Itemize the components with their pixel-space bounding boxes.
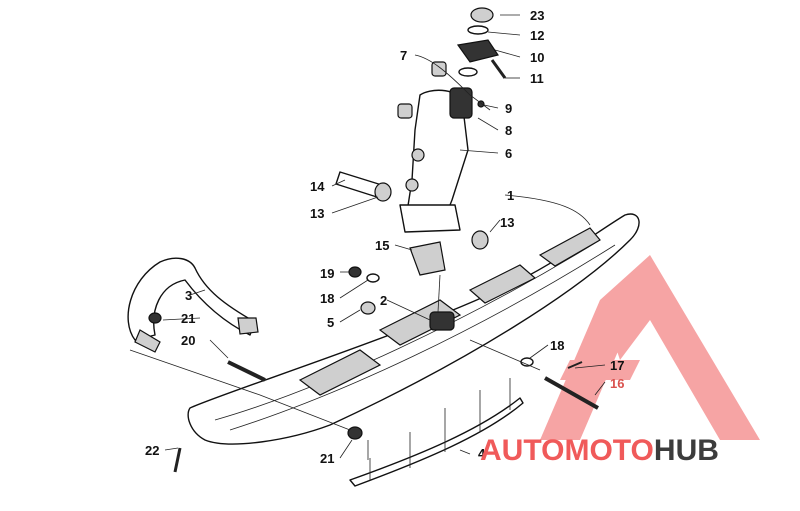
bumper-block [409, 241, 446, 276]
label-23: 23 [530, 8, 544, 23]
label-14: 14 [310, 179, 325, 194]
label-4: 4 [478, 446, 486, 461]
label-19: 19 [320, 266, 334, 281]
label-15: 15 [375, 238, 389, 253]
label-3: 3 [185, 288, 192, 303]
label-18-right: 18 [550, 338, 564, 353]
label-7: 7 [400, 48, 407, 63]
label-2: 2 [380, 293, 387, 308]
label-13-left: 13 [310, 206, 324, 221]
label-16: 16 [610, 376, 624, 391]
watermark-text: AUTOMOTOHUB [480, 434, 719, 467]
watermark-auto: AUTO [480, 434, 564, 467]
ski-body [187, 213, 640, 445]
label-10: 10 [530, 50, 544, 65]
watermark-logo [540, 255, 760, 440]
label-11: 11 [530, 71, 544, 86]
label-9: 9 [505, 101, 512, 116]
label-5: 5 [327, 315, 334, 330]
watermark-hub: HUB [654, 434, 719, 467]
label-22: 22 [145, 443, 159, 458]
small-fasteners [148, 266, 599, 473]
label-1: 1 [507, 188, 514, 203]
label-21-bottom: 21 [320, 451, 334, 466]
watermark-moto: MOTO [564, 434, 653, 467]
spindle [399, 87, 473, 233]
label-20: 20 [181, 333, 195, 348]
svg-text:AUTOMOTOHUB: AUTOMOTOHUB [480, 434, 719, 467]
label-13-right: 13 [500, 215, 514, 230]
label-21-top: 21 [181, 311, 195, 326]
spindle-bolt-bushings [335, 171, 489, 250]
label-6: 6 [505, 146, 512, 161]
wear-bar [349, 378, 524, 487]
leader-lines [129, 14, 606, 460]
top-hardware [397, 7, 507, 119]
callout-labels: 23 12 10 11 7 9 8 6 14 13 13 1 15 19 18 … [145, 8, 624, 466]
label-8: 8 [505, 123, 512, 138]
label-17: 17 [610, 358, 624, 373]
label-18-left: 18 [320, 291, 334, 306]
label-12: 12 [530, 28, 544, 43]
ski-handle [127, 257, 259, 353]
